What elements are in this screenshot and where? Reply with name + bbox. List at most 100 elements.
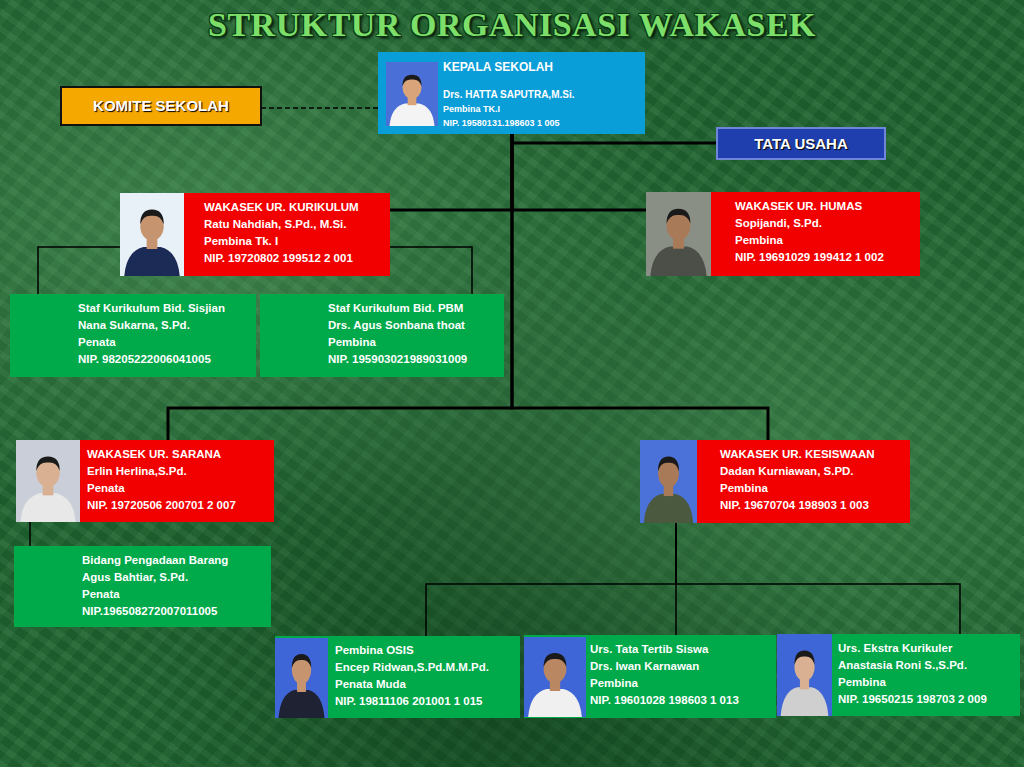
photo-hair xyxy=(794,650,814,664)
photo-ground xyxy=(386,62,438,126)
person-detail: NIP. 19720506 200701 2 007 xyxy=(87,497,270,514)
person-detail: Anastasia Roni S.,S.Pd. xyxy=(838,657,1016,674)
portrait-photo xyxy=(120,193,184,276)
person-detail: Dadan Kurniawan, S.PD. xyxy=(720,463,906,480)
role-heading: WAKASEK UR. KURIKULUM xyxy=(204,199,386,216)
connector xyxy=(390,247,472,294)
connector xyxy=(30,522,31,546)
portrait-photo xyxy=(646,192,711,276)
person-detail: NIP. 19691029 199412 1 002 xyxy=(735,249,916,266)
person-detail: Pembina xyxy=(838,674,1016,691)
role-heading: Staf Kurikulum Bid. PBM xyxy=(328,300,500,317)
role-heading: WAKASEK UR. SARANA xyxy=(87,446,270,463)
chart-title: STRUKTUR ORGANISASI WAKASEK xyxy=(0,6,1024,44)
connector xyxy=(168,134,512,440)
role-heading: KEPALA SEKOLAH xyxy=(443,60,641,75)
photo-ground xyxy=(646,192,711,276)
photo-hair xyxy=(292,654,311,668)
photo-body xyxy=(644,494,693,523)
connector xyxy=(512,134,768,440)
person-box: WAKASEK UR. SARANAErlin Herlina,S.Pd.Pen… xyxy=(16,440,274,522)
connector-line xyxy=(29,522,31,546)
person-detail: Drs. Agus Sonbana thoat xyxy=(328,317,500,334)
connector-line xyxy=(676,523,960,634)
photo-ground xyxy=(640,440,697,523)
photo-hair xyxy=(140,210,163,225)
person-detail: Agus Bahtiar, S.Pd. xyxy=(82,569,267,586)
person-detail: Penata xyxy=(82,586,267,603)
role-heading: WAKASEK UR. KESISWAAN xyxy=(720,446,906,463)
person-detail: NIP. 98205222006041005 xyxy=(78,351,252,368)
connector xyxy=(262,108,378,109)
person-detail: Penata xyxy=(78,334,252,351)
portrait-photo xyxy=(275,638,328,718)
photo-ground xyxy=(777,634,832,716)
person-detail: Pembina xyxy=(720,480,906,497)
role-heading: Urs. Tata Tertib Siswa xyxy=(590,641,772,658)
photo-body xyxy=(124,247,179,276)
label-box: TATA USAHA xyxy=(716,127,886,160)
connector-line xyxy=(168,134,512,440)
label-box: KOMITE SEKOLAH xyxy=(60,86,262,126)
person-box: Pembina OSISEncep Ridwan,S.Pd.M.M.Pd.Pen… xyxy=(275,636,520,718)
photo-body xyxy=(650,247,706,276)
person-detail: Penata xyxy=(87,480,270,497)
photo-ground xyxy=(524,637,586,717)
person-detail: Encep Ridwan,S.Pd.M.M.Pd. xyxy=(335,659,516,676)
person-detail: Drs. Iwan Karnawan xyxy=(590,658,772,675)
photo-body xyxy=(528,689,582,717)
person-detail: Nana Sukarna, S.Pd. xyxy=(78,317,252,334)
person-detail: NIP. 19601028 198603 1 013 xyxy=(590,692,772,709)
connector-line xyxy=(426,523,676,636)
person-box: KEPALA SEKOLAH Drs. HATTA SAPUTRA,M.Si. Pe… xyxy=(378,52,645,134)
person-detail: NIP.196508272007011005 xyxy=(82,603,267,620)
person-box: Staf Kurikulum Bid. SisjianNana Sukarna,… xyxy=(10,294,256,377)
person-detail: Sopijandi, S.Pd. xyxy=(735,215,916,232)
photo-ground xyxy=(16,440,80,522)
person-detail: Drs. HATTA SAPUTRA,M.Si. xyxy=(443,88,641,101)
photo-hair xyxy=(658,457,679,472)
photo-body xyxy=(20,493,75,522)
connector xyxy=(38,247,120,294)
photo-body xyxy=(279,690,325,718)
role-heading: KOMITE SEKOLAH xyxy=(66,97,256,114)
person-detail: NIP. 195903021989031009 xyxy=(328,351,500,368)
photo-body xyxy=(389,104,434,126)
person-box: Bidang Pengadaan BarangAgus Bahtiar, S.P… xyxy=(14,546,271,627)
portrait-photo xyxy=(640,440,697,523)
person-detail: Erlin Herlina,S.Pd. xyxy=(87,463,270,480)
person-box: WAKASEK UR. KESISWAANDadan Kurniawan, S.… xyxy=(640,440,910,523)
connector xyxy=(512,134,646,210)
person-box: Urs. Tata Tertib SiswaDrs. Iwan Karnawan… xyxy=(524,635,776,718)
connector-line xyxy=(512,134,716,143)
portrait-photo xyxy=(16,440,80,522)
person-box: Urs. Ekstra KurikulerAnastasia Roni S.,S… xyxy=(777,634,1020,716)
person-detail: NIP. 19811106 201001 1 015 xyxy=(335,693,516,710)
person-detail: Pembina xyxy=(735,232,916,249)
photo-ground xyxy=(275,638,328,718)
person-box: WAKASEK UR. KURIKULUMRatu Nahdiah, S.Pd.… xyxy=(120,193,390,276)
role-heading: Staf Kurikulum Bid. Sisjian xyxy=(78,300,252,317)
role-heading: Bidang Pengadaan Barang xyxy=(82,552,267,569)
person-box: Staf Kurikulum Bid. PBMDrs. Agus Sonbana… xyxy=(260,294,504,377)
person-detail: Pembina Tk. I xyxy=(204,233,386,250)
role-heading: TATA USAHA xyxy=(722,135,880,152)
portrait-photo xyxy=(386,62,438,126)
connector-line xyxy=(390,134,512,210)
photo-ground xyxy=(120,193,184,276)
person-detail: Penata Muda xyxy=(335,676,516,693)
person-detail: NIP. 19650215 198703 2 009 xyxy=(838,691,1016,708)
photo-hair xyxy=(36,456,59,470)
connector-line xyxy=(38,247,120,294)
connector-line xyxy=(262,107,378,109)
portrait-photo xyxy=(777,634,832,716)
person-detail: NIP. 19720802 199512 2 001 xyxy=(204,250,386,267)
person-box: WAKASEK UR. HUMASSopijandi, S.Pd.Pembina… xyxy=(646,192,920,276)
portrait-photo xyxy=(524,637,586,717)
person-detail: NIP. 19670704 198903 1 003 xyxy=(720,497,906,514)
person-detail: Pembina TK.I xyxy=(443,103,641,115)
connector-line xyxy=(512,134,646,210)
photo-hair xyxy=(544,653,567,667)
connector xyxy=(676,523,960,634)
connector xyxy=(426,523,676,636)
